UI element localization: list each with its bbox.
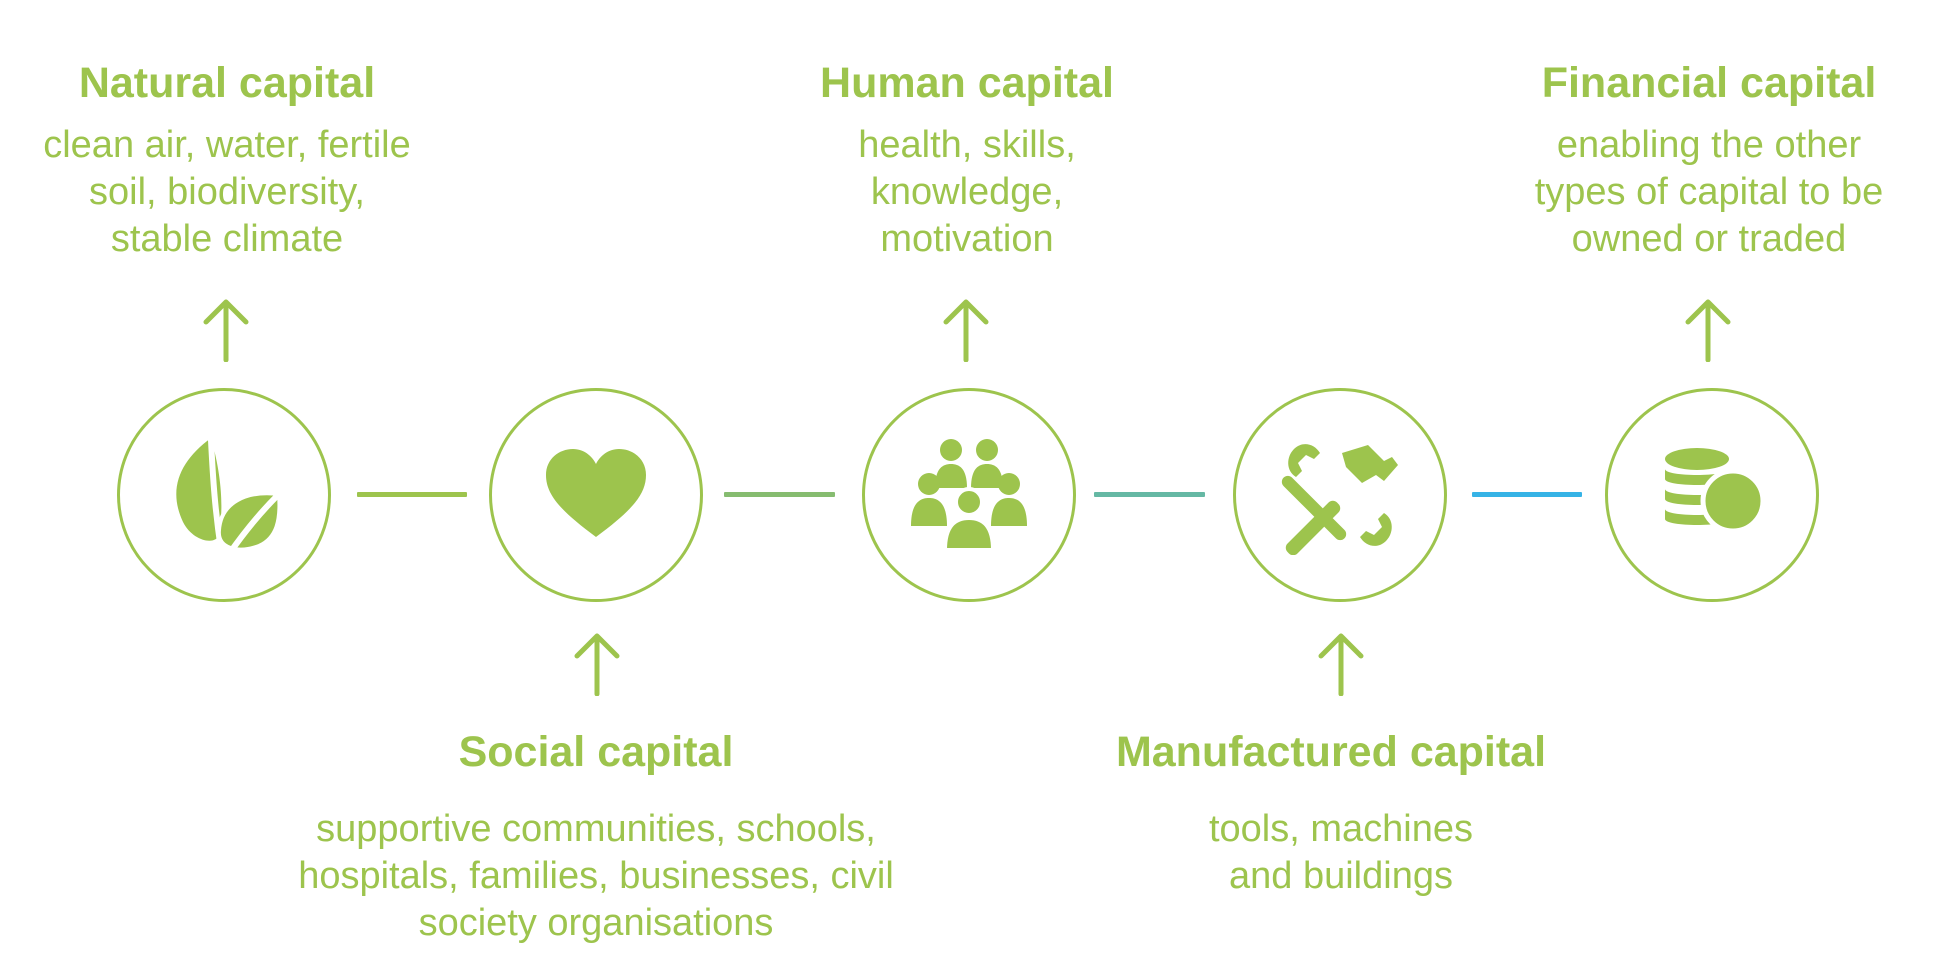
connector-line bbox=[1094, 492, 1205, 497]
financial-capital-title: Financial capital bbox=[1541, 59, 1877, 107]
human-capital-circle bbox=[862, 388, 1076, 602]
manufactured-capital-circle bbox=[1233, 388, 1447, 602]
human-capital-title: Human capital bbox=[820, 59, 1114, 107]
natural-capital-title: Natural capital bbox=[78, 59, 376, 107]
natural-capital-circle bbox=[117, 388, 331, 602]
up-arrow-icon bbox=[574, 633, 620, 696]
coins-icon bbox=[1665, 448, 1766, 534]
financial-capital-circle bbox=[1605, 388, 1819, 602]
leaf-icon bbox=[176, 437, 282, 557]
connector-line bbox=[724, 492, 835, 497]
human-capital-description: health, skills, knowledge, motivation bbox=[858, 124, 1076, 260]
financial-capital-description: enabling the other types of capital to b… bbox=[1534, 124, 1884, 260]
social-capital-title: Social capital bbox=[458, 728, 734, 776]
up-arrow-icon bbox=[1685, 299, 1731, 362]
connector-line bbox=[1472, 492, 1582, 497]
manufactured-capital-title: Manufactured capital bbox=[1115, 728, 1547, 776]
up-arrow-icon bbox=[943, 299, 989, 362]
social-capital-circle bbox=[489, 388, 703, 602]
people-group-icon bbox=[911, 439, 1027, 552]
natural-capital-description: clean air, water, fertile soil, biodiver… bbox=[43, 124, 411, 260]
up-arrow-icon bbox=[203, 299, 249, 362]
social-capital-description: supportive communities, schools, hospita… bbox=[298, 808, 894, 944]
manufactured-capital-description: tools, machines and buildings bbox=[1208, 808, 1473, 897]
tools-icon bbox=[1281, 444, 1398, 555]
heart-icon bbox=[546, 449, 646, 537]
connector-line bbox=[357, 492, 467, 497]
up-arrow-icon bbox=[1318, 633, 1364, 696]
